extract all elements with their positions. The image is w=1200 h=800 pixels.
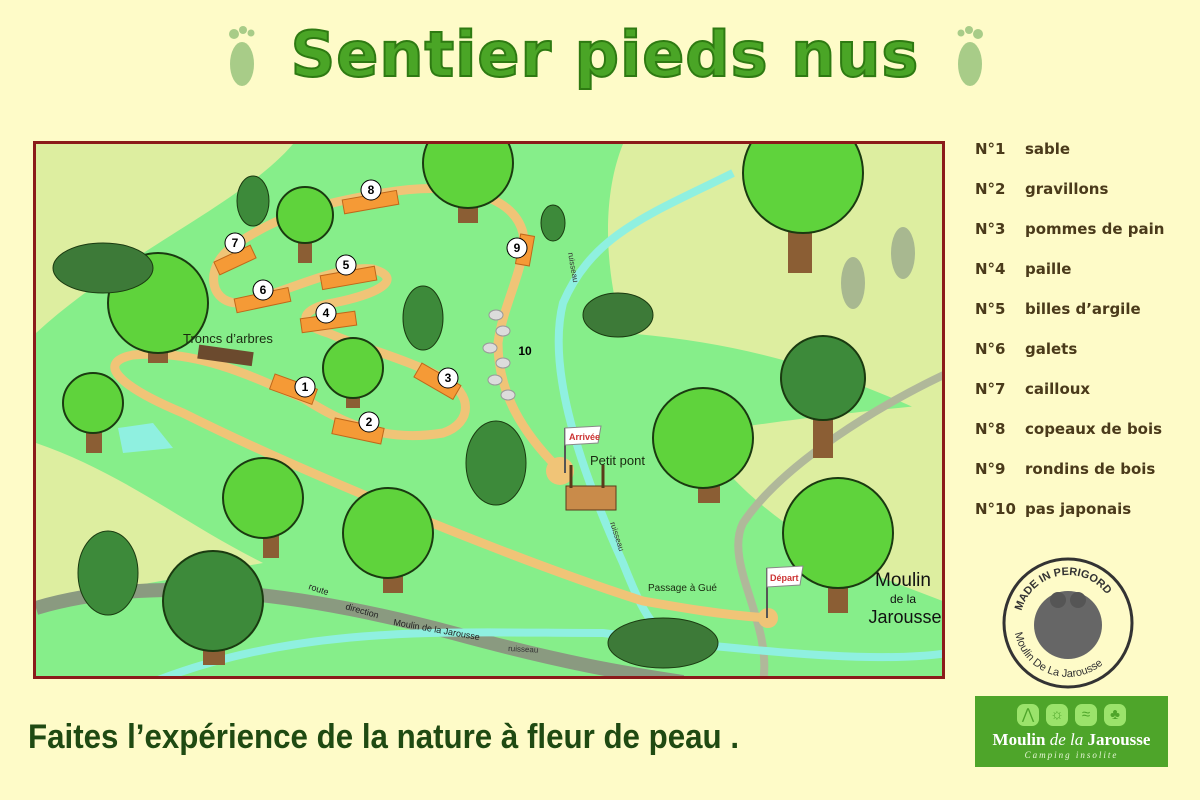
- footprint-icon: [841, 227, 915, 309]
- tree: [652, 387, 754, 503]
- troncs-label: Troncs d’arbres: [183, 331, 273, 346]
- station-marker-1: 1: [294, 376, 316, 398]
- place-label: Moulin de la Jarousse: [868, 570, 941, 627]
- pine-tree: [465, 420, 527, 506]
- svg-text:de la: de la: [890, 592, 916, 606]
- arrival-flag: Arrivée: [564, 425, 602, 473]
- pine-tree: [236, 175, 270, 227]
- svg-text:2: 2: [366, 415, 373, 429]
- svg-text:Moulin: Moulin: [875, 570, 931, 591]
- tent-icon: ⋀: [1017, 704, 1039, 726]
- svg-text:8: 8: [368, 183, 375, 197]
- trees: [52, 144, 894, 669]
- pine-tree: [540, 204, 566, 242]
- tree: [222, 457, 304, 558]
- tree: [62, 372, 124, 453]
- svg-text:Jarousse: Jarousse: [868, 607, 941, 627]
- departure-flag: Départ: [766, 565, 804, 618]
- station-marker-8: 8: [360, 179, 382, 201]
- station-marker-2: 2: [358, 411, 380, 433]
- footprint-icon: [229, 26, 255, 86]
- pine-tree: [77, 530, 139, 616]
- station-marker-6: 6: [252, 279, 274, 301]
- passage-label: Passage à Gué: [648, 583, 717, 594]
- trail-map: Arrivée Départ 1 2 3 4 5 6 7 8 9 10 Tron…: [33, 141, 945, 679]
- stepping-stones: [482, 309, 516, 401]
- tree: [162, 550, 264, 665]
- page-title: Sentier pieds nus: [290, 17, 920, 92]
- meadow-area: [608, 144, 942, 421]
- station-marker-5: 5: [335, 254, 357, 276]
- made-in-perigord-stamp: MADE IN PERIGORD Moulin De La Jarousse: [1002, 557, 1134, 689]
- tree: [422, 144, 514, 223]
- tree: [322, 337, 384, 408]
- svg-text:Arrivée: Arrivée: [569, 432, 600, 442]
- tree: [276, 186, 334, 263]
- svg-text:1: 1: [302, 380, 309, 394]
- camping-logo: ⋀☼≈♣ Moulin de la Jarousse Camping insol…: [975, 696, 1168, 767]
- bush: [607, 617, 719, 669]
- map-illustration: Arrivée Départ 1 2 3 4 5 6 7 8 9 10 Tron…: [36, 144, 942, 676]
- road: [36, 583, 685, 676]
- tree: [780, 335, 866, 458]
- stream-label: ruisseau: [508, 644, 539, 655]
- svg-text:4: 4: [323, 306, 330, 320]
- tree-trunks: [197, 344, 254, 367]
- tree: [782, 477, 894, 613]
- road-label: route: [307, 581, 330, 597]
- arrival-area: [546, 457, 574, 485]
- stream-label: ruisseau: [566, 252, 580, 283]
- station-marker-9: 9: [506, 237, 528, 259]
- squirrel-image: [1034, 591, 1102, 659]
- svg-text:9: 9: [514, 241, 521, 255]
- pine-tree: [402, 285, 444, 351]
- station-marker-7: 7: [224, 232, 246, 254]
- svg-text:6: 6: [260, 283, 267, 297]
- water-icon: ≈: [1075, 704, 1097, 726]
- pond: [118, 423, 173, 453]
- meadow-area: [36, 144, 293, 333]
- svg-text:7: 7: [232, 236, 239, 250]
- station-marker-4: 4: [315, 302, 337, 324]
- bush: [52, 242, 154, 294]
- small-bridge: [565, 465, 617, 511]
- sun-icon: ☼: [1046, 704, 1068, 726]
- road-label: Moulin de la Jarousse: [393, 617, 481, 642]
- bush: [582, 292, 654, 338]
- station-marker-10: 10: [518, 344, 532, 358]
- petit-pont-label: Petit pont: [590, 453, 645, 468]
- svg-text:5: 5: [343, 258, 350, 272]
- tagline: Faites l’expérience de la nature à fleur…: [28, 718, 740, 756]
- stream: [554, 169, 942, 662]
- station-marker-3: 3: [437, 367, 459, 389]
- tree-icon: ♣: [1104, 704, 1126, 726]
- tree: [742, 144, 864, 273]
- tree: [342, 487, 434, 593]
- footprint-icon: [957, 26, 983, 86]
- svg-text:Départ: Départ: [770, 573, 799, 583]
- svg-text:3: 3: [445, 371, 452, 385]
